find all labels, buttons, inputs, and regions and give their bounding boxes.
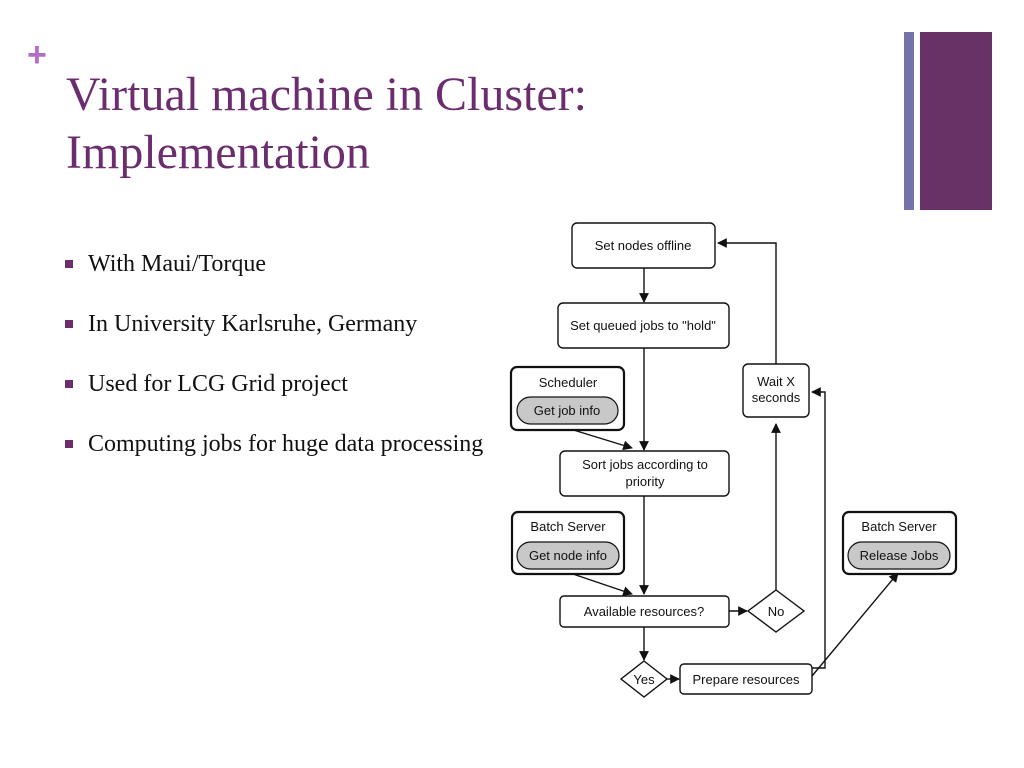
bullet-text: Used for LCG Grid project: [88, 371, 348, 397]
decision-yes-label: Yes: [633, 672, 655, 687]
bullet-item: In University Karlsruhe, Germany: [62, 307, 492, 341]
available-resources-label: Available resources?: [584, 604, 704, 619]
get-node-info-label: Get node info: [529, 548, 607, 563]
flowchart-connectors: [566, 238, 899, 684]
node-sort-jobs: Sort jobs according to priority: [559, 450, 730, 497]
arrow-wait-to-offline: [717, 238, 777, 364]
title-line-2: Implementation: [66, 126, 370, 179]
node-set-nodes-offline-label: Set nodes offline: [595, 238, 692, 253]
node-available-resources: Available resources?: [559, 595, 730, 628]
bullet-text: With Maui/Torque: [88, 251, 266, 277]
accent-bar-thin: [904, 32, 914, 210]
release-jobs-label: Release Jobs: [860, 548, 939, 563]
node-set-queued-jobs-hold: Set queued jobs to "hold": [557, 302, 730, 349]
wait-line-2: seconds: [752, 390, 801, 405]
node-scheduler: Scheduler Get job info: [509, 365, 626, 432]
decision-no-label: No: [768, 604, 785, 619]
decision-yes: Yes: [619, 660, 669, 698]
node-set-queued-jobs-hold-label: Set queued jobs to "hold": [570, 318, 716, 333]
arrow-batch-to-available: [566, 571, 633, 596]
bullet-item: Used for LCG Grid project: [62, 367, 492, 401]
get-node-info-pill: [516, 541, 620, 570]
wait-line-1: Wait X: [757, 374, 795, 389]
bullet-square-icon: [65, 440, 73, 448]
scheduler-label: Scheduler: [539, 375, 598, 390]
batch-server-left-label: Batch Server: [530, 519, 606, 534]
get-job-info-label: Get job info: [534, 403, 601, 418]
prepare-resources-label: Prepare resources: [693, 672, 800, 687]
bullet-square-icon: [65, 380, 73, 388]
bullet-square-icon: [65, 320, 73, 328]
node-batch-server-right: Batch Server Release Jobs: [841, 510, 958, 576]
plus-icon: +: [27, 36, 47, 74]
arrow-prepare-to-wait: [811, 387, 826, 669]
node-wait-x-seconds: Wait X seconds: [742, 363, 810, 418]
decision-no: No: [746, 589, 806, 633]
bullet-square-icon: [65, 260, 73, 268]
sort-line-1: Sort jobs according to: [582, 457, 708, 472]
title-line-1: Virtual machine in Cluster:: [66, 68, 587, 121]
bullet-item: With Maui/Torque: [62, 247, 492, 281]
sort-line-2: priority: [625, 474, 665, 489]
node-prepare-resources: Prepare resources: [679, 663, 813, 695]
bullet-text: Computing jobs for huge data processing: [88, 431, 484, 457]
release-jobs-pill: [847, 541, 951, 570]
slide-title: Virtual machine in Cluster: Implementati…: [66, 66, 826, 182]
bullet-item: Computing jobs for huge data processing: [62, 427, 492, 461]
node-set-nodes-offline: Set nodes offline: [571, 222, 716, 269]
bullet-text: In University Karlsruhe, Germany: [88, 311, 418, 337]
arrow-prepare-to-release: [811, 572, 899, 677]
bullet-list: With Maui/Torque In University Karlsruhe…: [62, 247, 492, 487]
flowchart-diagram: Set nodes offline Set queued jobs to "ho…: [509, 222, 958, 698]
batch-server-right-label: Batch Server: [861, 519, 937, 534]
accent-bar-wide: [920, 32, 992, 210]
arrow-scheduler-to-sort: [566, 427, 633, 451]
get-job-info-pill: [516, 396, 619, 425]
node-batch-server-left: Batch Server Get node info: [510, 510, 626, 576]
